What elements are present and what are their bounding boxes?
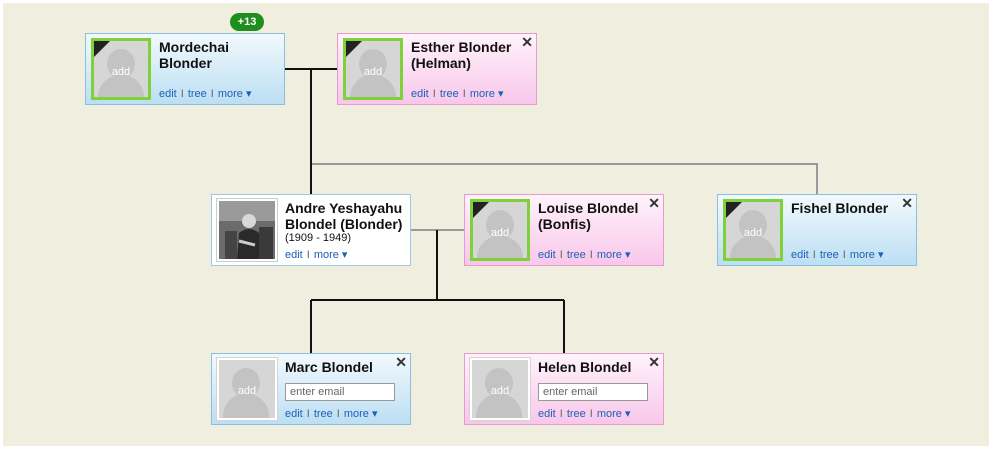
add-photo-placeholder[interactable]: add xyxy=(470,199,530,261)
add-photo-label: add xyxy=(237,385,257,397)
tree-link[interactable]: tree xyxy=(566,408,586,420)
person-name: Mordechai Blonder xyxy=(159,39,230,71)
add-photo-placeholder[interactable]: add xyxy=(723,199,783,261)
silhouette-icon xyxy=(485,368,513,398)
tree-link[interactable]: tree xyxy=(313,408,333,420)
edit-link[interactable]: edit xyxy=(159,88,177,100)
link-separator: I xyxy=(812,249,816,261)
silhouette-body xyxy=(476,394,522,418)
close-icon[interactable]: ✕ xyxy=(395,354,407,370)
link-separator: I xyxy=(559,249,563,261)
more-link[interactable]: more ▾ xyxy=(217,88,252,100)
silhouette-icon xyxy=(107,49,135,79)
add-photo-label: add xyxy=(111,66,131,78)
more-link[interactable]: more ▾ xyxy=(313,249,348,261)
more-relatives-badge[interactable]: +13 xyxy=(230,13,264,31)
tree-link[interactable]: tree xyxy=(439,88,459,100)
add-photo-label: add xyxy=(743,227,763,239)
more-link[interactable]: more ▾ xyxy=(596,408,631,420)
edit-link[interactable]: edit xyxy=(791,249,809,261)
more-link[interactable]: more ▾ xyxy=(469,88,504,100)
silhouette-body xyxy=(98,75,144,97)
email-field[interactable] xyxy=(538,383,648,401)
edit-link[interactable]: edit xyxy=(538,408,556,420)
add-photo-label: add xyxy=(490,385,510,397)
person-name: Andre Yeshayahu Blondel (Blonder) xyxy=(285,200,403,232)
deceased-ribbon-icon xyxy=(94,41,110,57)
tree-link[interactable]: tree xyxy=(819,249,839,261)
silhouette-icon xyxy=(739,210,767,240)
more-link[interactable]: more ▾ xyxy=(849,249,884,261)
photo-image xyxy=(219,201,275,259)
person-name: Esther Blonder (Helman) xyxy=(411,39,512,71)
add-photo-label: add xyxy=(363,66,383,78)
person-name: Helen Blondel xyxy=(538,359,632,375)
silhouette-icon xyxy=(486,210,514,240)
link-separator: I xyxy=(180,88,184,100)
link-separator: I xyxy=(559,408,563,420)
silhouette-body xyxy=(223,394,269,418)
person-name: Marc Blondel xyxy=(285,359,373,375)
edit-link[interactable]: edit xyxy=(285,408,303,420)
link-separator: I xyxy=(432,88,436,100)
edit-link[interactable]: edit xyxy=(285,249,303,261)
email-field[interactable] xyxy=(285,383,395,401)
deceased-ribbon-icon xyxy=(346,41,362,57)
person-dates: (1909 - 1949) xyxy=(285,232,352,244)
link-separator: I xyxy=(842,249,846,261)
person-name: Louise Blondel (Bonfis) xyxy=(538,200,639,232)
person-card-andre[interactable]: Andre Yeshayahu Blondel (Blonder) (1909 … xyxy=(211,194,411,266)
link-separator: I xyxy=(306,408,310,420)
link-separator: I xyxy=(589,249,593,261)
tree-link[interactable]: tree xyxy=(187,88,207,100)
link-separator: I xyxy=(210,88,214,100)
add-photo-placeholder[interactable]: add xyxy=(216,357,278,421)
add-photo-label: add xyxy=(490,227,510,239)
person-photo[interactable] xyxy=(216,198,278,262)
silhouette-body xyxy=(477,236,523,258)
silhouette-body xyxy=(730,236,776,258)
close-icon[interactable]: ✕ xyxy=(901,195,913,211)
more-link[interactable]: more ▾ xyxy=(596,249,631,261)
add-photo-placeholder[interactable]: add xyxy=(91,38,151,100)
deceased-ribbon-icon xyxy=(473,202,489,218)
close-icon[interactable]: ✕ xyxy=(648,195,660,211)
more-link[interactable]: more ▾ xyxy=(343,408,378,420)
link-separator: I xyxy=(589,408,593,420)
deceased-ribbon-icon xyxy=(726,202,742,218)
person-name: Fishel Blonder xyxy=(791,200,889,216)
silhouette-icon xyxy=(232,368,260,398)
edit-link[interactable]: edit xyxy=(538,249,556,261)
silhouette-icon xyxy=(359,49,387,79)
add-photo-placeholder[interactable]: add xyxy=(343,38,403,100)
link-separator: I xyxy=(336,408,340,420)
silhouette-body xyxy=(350,75,396,97)
close-icon[interactable]: ✕ xyxy=(648,354,660,370)
edit-link[interactable]: edit xyxy=(411,88,429,100)
link-separator: I xyxy=(306,249,310,261)
tree-link[interactable]: tree xyxy=(566,249,586,261)
link-separator: I xyxy=(462,88,466,100)
add-photo-placeholder[interactable]: add xyxy=(469,357,531,421)
close-icon[interactable]: ✕ xyxy=(521,34,533,50)
